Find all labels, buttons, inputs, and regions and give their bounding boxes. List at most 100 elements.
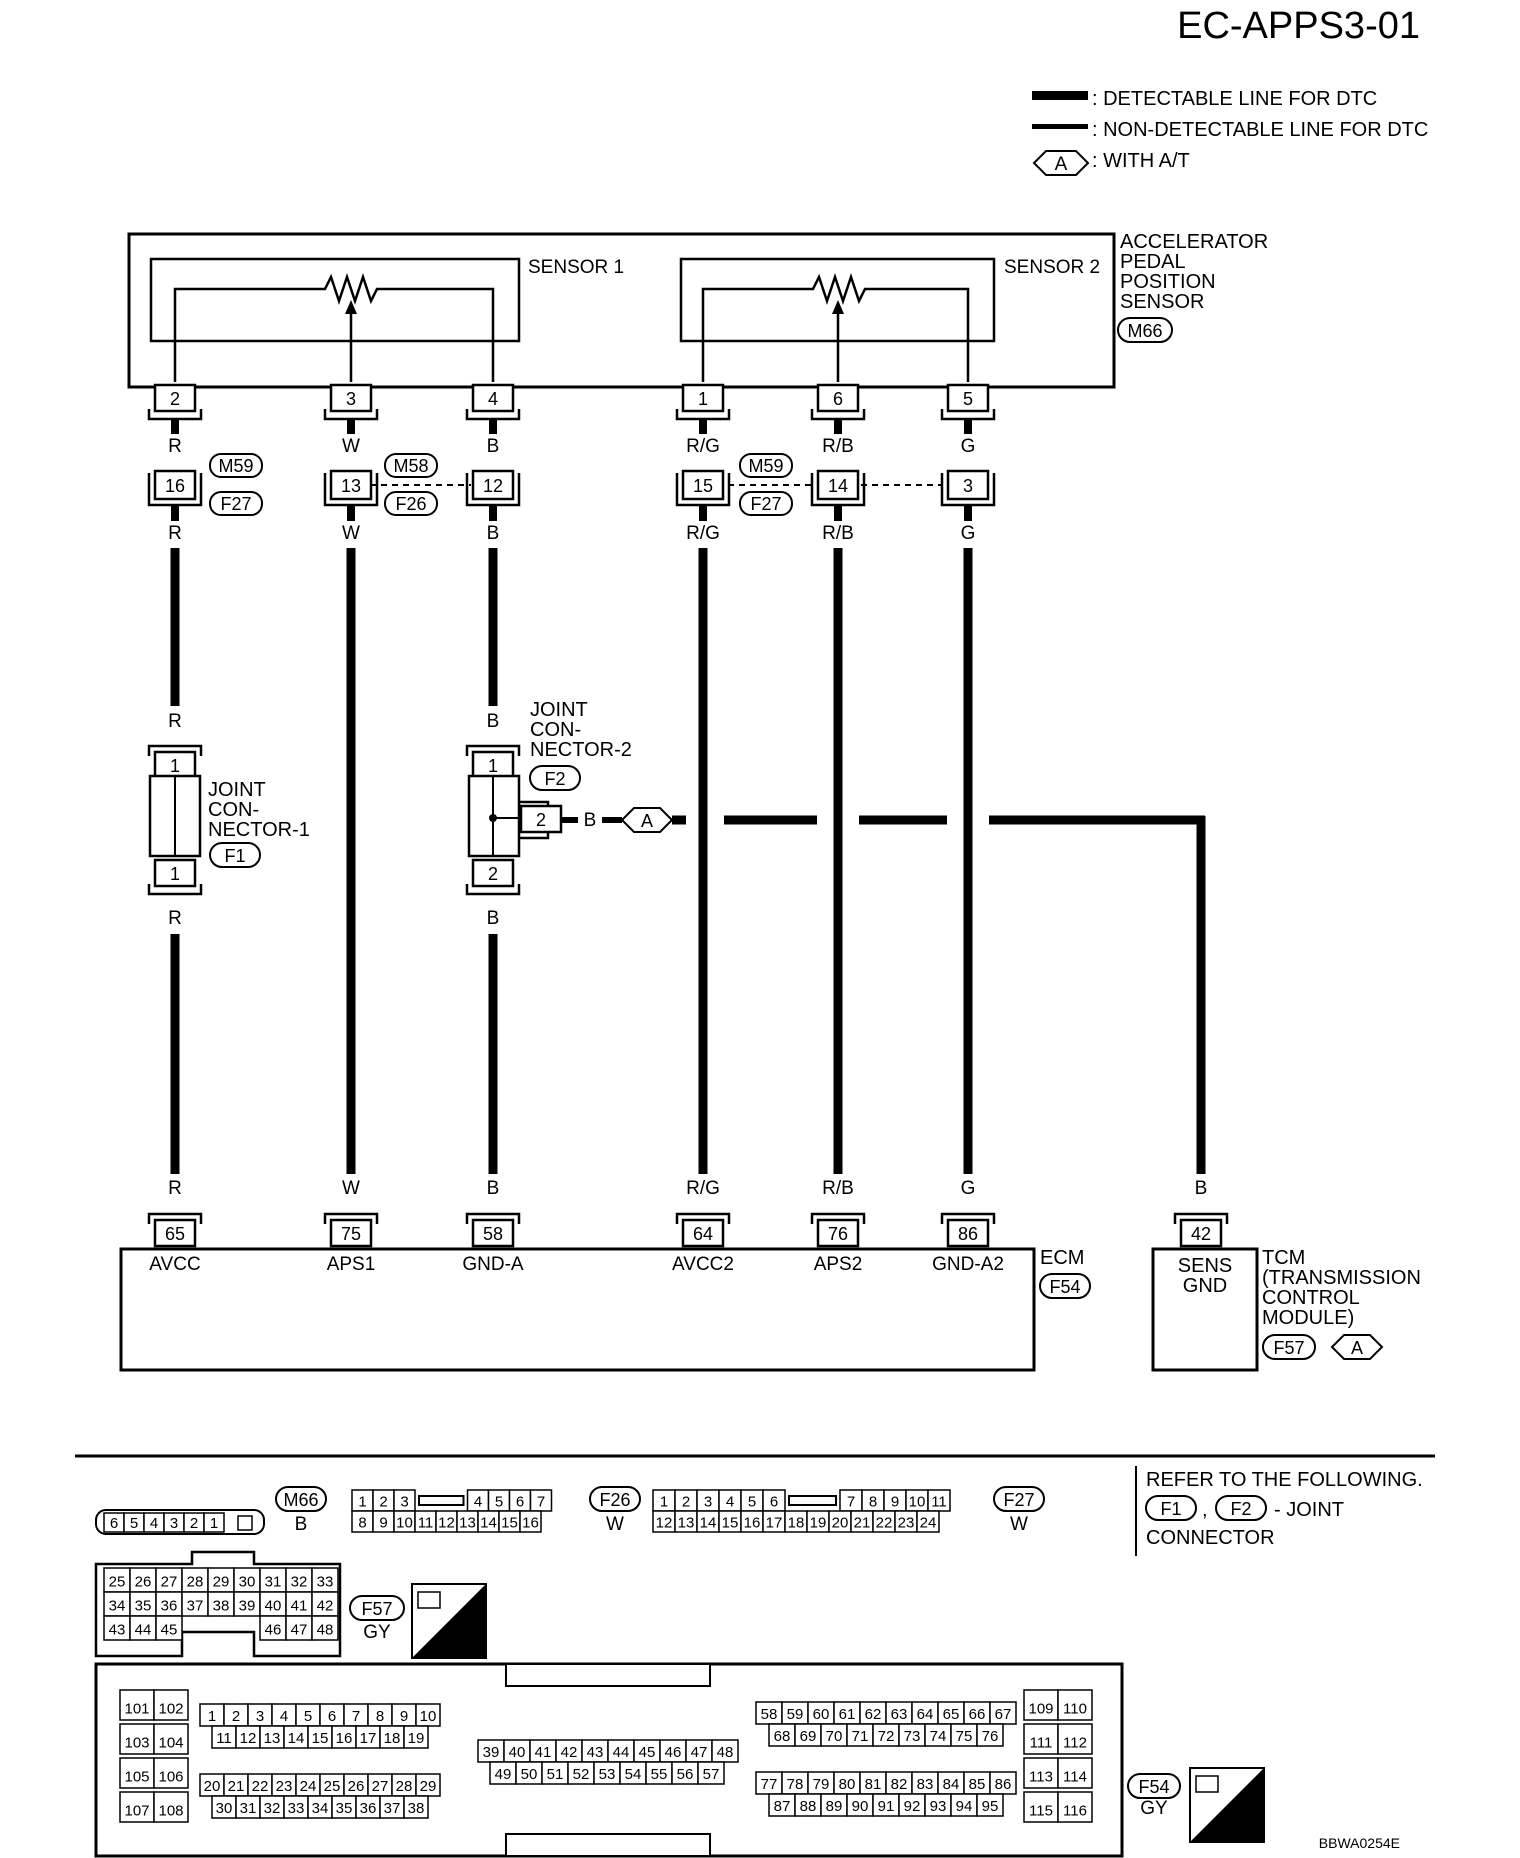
- f54-g3-r2-pin-51: 51: [541, 1761, 569, 1785]
- sensor1-wiper-arrow: [345, 300, 357, 314]
- ecm-label: ECM: [1040, 1247, 1084, 1269]
- joint2-pin-top-label: 1: [488, 756, 498, 776]
- f54-g1-r3-pin-107: 107: [119, 1791, 155, 1823]
- joint1-label-line1: JOINT: [208, 779, 266, 801]
- f54-g4-r1-pin-62: 62: [859, 1701, 887, 1725]
- f54-hs-triangle: [1190, 1768, 1264, 1842]
- wire-color-top-0: R: [168, 436, 182, 457]
- f54-g3-r2-pin-50: 50: [515, 1761, 543, 1785]
- f54-g3-r1-pin-45-label: 45: [639, 1744, 656, 1761]
- f27-r1-pin-2-label: 2: [682, 1493, 690, 1510]
- f54-g4-r2-pin-75: 75: [950, 1723, 978, 1747]
- f54-g2-r1-pin-9-label: 9: [400, 1708, 408, 1725]
- f54-g2-r4-pin-33: 33: [283, 1795, 309, 1819]
- f54-g3-r2-pin-52-label: 52: [573, 1766, 590, 1783]
- f54-g4-r1-pin-58-label: 58: [761, 1706, 778, 1723]
- f54-g4-r4-pin-92: 92: [898, 1793, 926, 1817]
- f54-g2-r4-pin-37-label: 37: [384, 1800, 401, 1817]
- f54-g4-r3-pin-78-label: 78: [787, 1776, 804, 1793]
- f54-g3-r1-pin-46: 46: [659, 1739, 687, 1763]
- f54-g3-r2-pin-54: 54: [619, 1761, 647, 1785]
- f27-r1-pin-9-label: 9: [891, 1493, 899, 1510]
- f57-r2-pin-39-label: 39: [239, 1598, 256, 1615]
- f54-g2-r3-pin-25-label: 25: [324, 1778, 341, 1795]
- sensor2-internal-wire: [701, 273, 970, 382]
- f27-r1-key: [788, 1495, 837, 1506]
- f26-r1-pin-1: 1: [351, 1489, 374, 1512]
- inline-connector-annotations: M59 F27 M58 F26 M59 F27: [209, 453, 941, 516]
- legend-detectable-text: : DETECTABLE LINE FOR DTC: [1092, 88, 1377, 110]
- ecm-pin-name-4: APS2: [814, 1254, 863, 1275]
- ecm-pin-name-1: APS1: [327, 1254, 376, 1275]
- f54-g5-r0-pin-110: 110: [1057, 1689, 1093, 1721]
- f54-tag: [1127, 1773, 1181, 1799]
- apps-label-line3: POSITION: [1120, 271, 1216, 293]
- f27-r1-pin-5: 5: [740, 1489, 764, 1512]
- f27-r2-pin-16-label: 16: [744, 1514, 761, 1531]
- f54-g2-r4-pin-34-label: 34: [312, 1800, 329, 1817]
- tcm-pin-name-line1: SENS: [1178, 1255, 1232, 1277]
- f54-g4-r1-pin-64-label: 64: [917, 1706, 934, 1723]
- f54-g1-r1-pin-104: 104: [153, 1723, 189, 1755]
- f54-g1-r3-pin-108: 108: [153, 1791, 189, 1823]
- f57-r1-pin-29-label: 29: [213, 1574, 230, 1591]
- f27-r2-pin-17: 17: [762, 1510, 786, 1533]
- f54-g4-r3-pin-85-label: 85: [969, 1776, 986, 1793]
- f57-hs-label: H.S.: [441, 1633, 480, 1655]
- f57-r1-pin-28: 28: [181, 1567, 209, 1593]
- joint1-pin-bottom-label: 1: [170, 864, 180, 884]
- f54-g3-r1-pin-42: 42: [555, 1739, 583, 1763]
- f27-r1-pin-5-label: 5: [748, 1493, 756, 1510]
- f54-g2-r1-pin-1: 1: [199, 1703, 225, 1727]
- f57-r1-pin-33: 33: [311, 1567, 339, 1593]
- joint2-option-hexagon: [620, 807, 674, 833]
- ecm-pin-64-bracket: [675, 1212, 731, 1224]
- f54-g2-r1-pin-5: 5: [295, 1703, 321, 1727]
- f54-g3-r1-pin-47: 47: [685, 1739, 713, 1763]
- f27-r2-pin-13-label: 13: [678, 1514, 695, 1531]
- f27-r1-pin-4-label: 4: [726, 1493, 734, 1510]
- f27-r2-pin-23: 23: [894, 1510, 918, 1533]
- f54-g3-r2-pin-57-label: 57: [703, 1766, 720, 1783]
- f54-g4-r2-pin-70-label: 70: [826, 1728, 843, 1745]
- f54-g2-r2-pin-12: 12: [235, 1725, 261, 1749]
- f57-r1-pin-33-cell: [311, 1567, 339, 1593]
- f57-r3b-pin-48: 48: [311, 1615, 339, 1641]
- inline-pin-15-box: [681, 469, 725, 501]
- f54-g2-r3-pin-23-label: 23: [276, 1778, 293, 1795]
- f27-tag-text: F27: [1003, 1490, 1034, 1510]
- f54-g2-r2-pin-15-label: 15: [312, 1730, 329, 1747]
- f54-g2-r1-pin-8: 8: [367, 1703, 393, 1727]
- f54-g2-r2-pin-17-label: 17: [360, 1730, 377, 1747]
- wire-color-top-1: W: [342, 436, 360, 457]
- apps-pin-5-box: [946, 383, 990, 413]
- f54-g4-r2-pin-73: 73: [898, 1723, 926, 1747]
- f54-g4-r3-pin-86-label: 86: [995, 1776, 1012, 1793]
- legend: : DETECTABLE LINE FOR DTC : NON-DETECTAB…: [1032, 88, 1428, 176]
- f54-g4-r1-pin-58: 58: [755, 1701, 783, 1725]
- f57-r2-pin-41: 41: [285, 1591, 313, 1617]
- f54-g4-r1-pin-59-label: 59: [787, 1706, 804, 1723]
- m66-pin-4: 4: [143, 1512, 165, 1533]
- f57-r1-pin-29: 29: [207, 1567, 235, 1593]
- f54-g2-r3-pin-24: 24: [295, 1773, 321, 1797]
- f57-r3a-pin-44-cell: [129, 1615, 157, 1641]
- wire-color-mid-5: G: [961, 523, 976, 544]
- f54-g4-r2-pin-71-label: 71: [852, 1728, 869, 1745]
- f57-r1-pin-27-cell: [155, 1567, 183, 1593]
- f57-r2-pin-40-label: 40: [265, 1598, 282, 1615]
- f54-g3-r1-pin-42-label: 42: [561, 1744, 578, 1761]
- tcm-label-line3: CONTROL: [1262, 1287, 1360, 1309]
- f57-r3b-pin-47: 47: [285, 1615, 313, 1641]
- m66-pin-6: 6: [103, 1512, 125, 1533]
- f57-r1-pin-31: 31: [259, 1567, 287, 1593]
- f54-g3-r2-pin-51-label: 51: [547, 1766, 564, 1783]
- f26-r1-key: [418, 1495, 465, 1506]
- f54-color: GY: [1140, 1798, 1168, 1819]
- f26-r2-pin-10-label: 10: [396, 1514, 413, 1531]
- f54-g3-r1-pin-44: 44: [607, 1739, 635, 1763]
- f57-r1-pin-28-label: 28: [187, 1574, 204, 1591]
- f54-g4-r3-pin-83-label: 83: [917, 1776, 934, 1793]
- joint2-pin-side-box: [519, 804, 563, 834]
- sensor2-label: SENSOR 2: [1004, 257, 1100, 278]
